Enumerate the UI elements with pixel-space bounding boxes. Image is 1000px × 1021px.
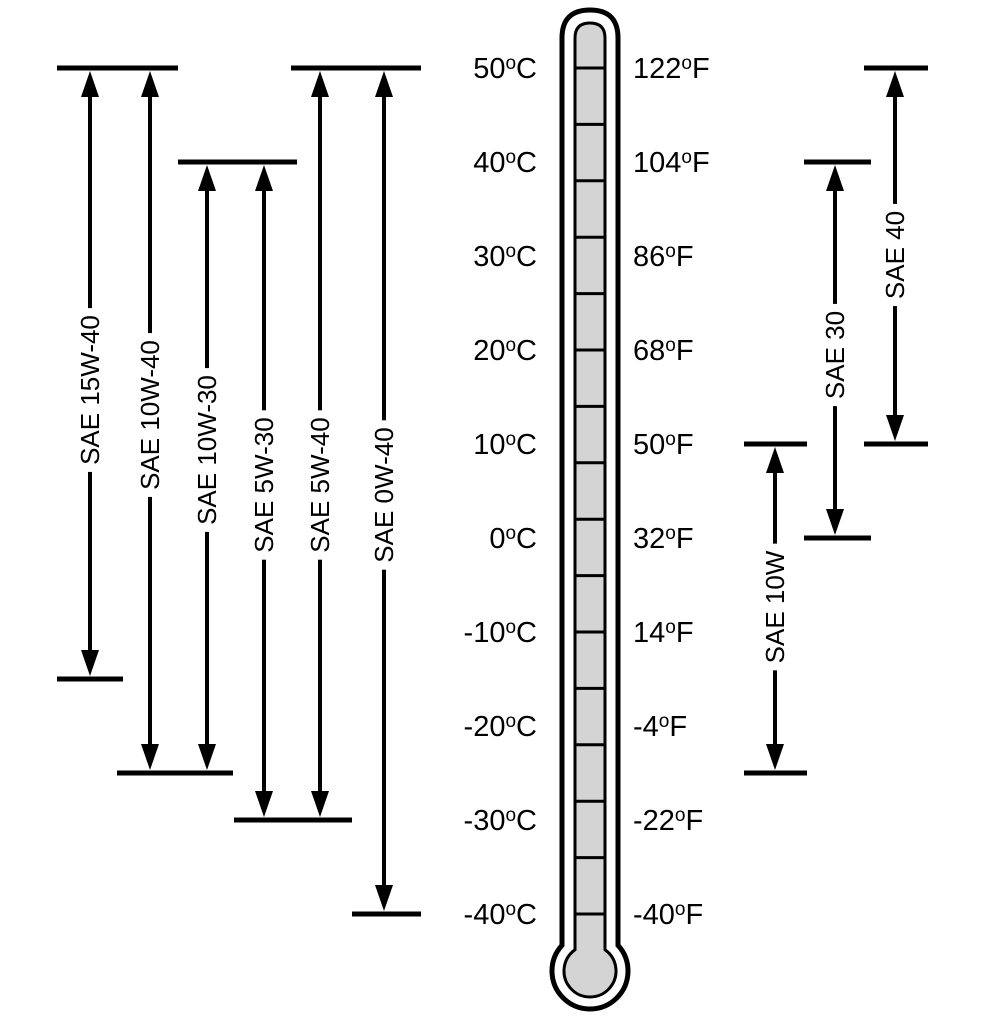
oil-range-sae-30: SAE 30 bbox=[818, 165, 852, 535]
range-label: SAE 10W-40 bbox=[135, 340, 165, 490]
arrowhead-up bbox=[886, 71, 904, 97]
range-label: SAE 10W bbox=[760, 550, 790, 663]
arrowhead-up bbox=[826, 165, 844, 191]
range-label: SAE 5W-30 bbox=[249, 417, 279, 552]
arrowhead-down bbox=[81, 650, 99, 676]
range-label-backing bbox=[247, 410, 281, 560]
oil-range-sae-40: SAE 40 bbox=[878, 71, 912, 441]
range-label-backing bbox=[190, 368, 224, 532]
range-label-backing bbox=[303, 410, 337, 560]
fahrenheit-label: 14oF bbox=[633, 617, 694, 649]
celsius-label: 30oC bbox=[473, 241, 537, 273]
right-oil-ranges: SAE 10W SAE 30 SAE 40 bbox=[758, 71, 912, 770]
arrowhead-down bbox=[255, 791, 273, 817]
range-end-bars bbox=[57, 65, 928, 917]
celsius-label: 50oC bbox=[473, 53, 537, 85]
arrowhead-up bbox=[255, 165, 273, 191]
celsius-label: -40oC bbox=[464, 899, 537, 931]
range-label: SAE 40 bbox=[880, 211, 910, 299]
celsius-label: -10oC bbox=[464, 617, 537, 649]
celsius-label: 10oC bbox=[473, 429, 537, 461]
range-label: SAE 10W-30 bbox=[192, 375, 222, 525]
oil-range-sae-15w-40: SAE 15W-40 bbox=[73, 71, 107, 676]
celsius-label: 0oC bbox=[489, 523, 537, 555]
fahrenheit-label: 50oF bbox=[633, 429, 694, 461]
arrowhead-down bbox=[766, 744, 784, 770]
arrowhead-up bbox=[311, 71, 329, 97]
oil-range-sae-10w-30: SAE 10W-30 bbox=[190, 165, 224, 770]
celsius-label: -20oC bbox=[464, 711, 537, 743]
arrowhead-up bbox=[766, 447, 784, 473]
fahrenheit-label: -40oF bbox=[633, 899, 703, 931]
range-label-backing bbox=[758, 543, 792, 671]
celsius-label: 40oC bbox=[473, 147, 537, 179]
oil-range-sae-10w-40: SAE 10W-40 bbox=[133, 71, 167, 770]
arrowhead-up bbox=[375, 71, 393, 97]
fahrenheit-label: 122oF bbox=[633, 53, 710, 85]
fahrenheit-label: 86oF bbox=[633, 241, 694, 273]
range-label-backing bbox=[73, 308, 107, 472]
oil-range-sae-5w-30: SAE 5W-30 bbox=[247, 165, 281, 817]
oil-range-sae-5w-40: SAE 5W-40 bbox=[303, 71, 337, 817]
fahrenheit-label: -22oF bbox=[633, 805, 703, 837]
range-label-backing bbox=[818, 303, 852, 407]
thermometer-inner-tube bbox=[562, 21, 618, 999]
arrowhead-down bbox=[141, 744, 159, 770]
arrowhead-up bbox=[81, 71, 99, 97]
celsius-scale: 50oC 40oC 30oC 20oC 10oC 0oC -10oC -20oC -30oC -4… bbox=[464, 53, 537, 931]
fahrenheit-label: 32oF bbox=[633, 523, 694, 555]
range-label-backing bbox=[878, 203, 912, 307]
fahrenheit-scale: 122oF 104oF 86oF 68oF 50oF 32oF 14oF -4oF -22oF -… bbox=[633, 53, 710, 931]
range-label-backing bbox=[367, 420, 401, 570]
arrowhead-down bbox=[826, 509, 844, 535]
arrowhead-down bbox=[198, 744, 216, 770]
oil-range-sae-10w: SAE 10W bbox=[758, 447, 792, 770]
fahrenheit-label: 68oF bbox=[633, 335, 694, 367]
range-label: SAE 30 bbox=[820, 311, 850, 399]
arrowhead-down bbox=[311, 791, 329, 817]
fahrenheit-label: 104oF bbox=[633, 147, 710, 179]
left-oil-ranges: SAE 15W-40 SAE 10W-40 SAE 10W-30 SAE 5W-30 S… bbox=[73, 71, 401, 911]
arrowhead-down bbox=[375, 885, 393, 911]
range-label: SAE 0W-40 bbox=[369, 427, 399, 562]
arrowhead-down bbox=[886, 415, 904, 441]
oil-range-sae-0w-40: SAE 0W-40 bbox=[367, 71, 401, 911]
range-label: SAE 5W-40 bbox=[305, 417, 335, 552]
range-label: SAE 15W-40 bbox=[75, 315, 105, 465]
arrowhead-up bbox=[141, 71, 159, 97]
celsius-label: 20oC bbox=[473, 335, 537, 367]
arrowhead-up bbox=[198, 165, 216, 191]
range-label-backing bbox=[133, 333, 167, 497]
celsius-label: -30oC bbox=[464, 805, 537, 837]
fahrenheit-label: -4oF bbox=[633, 711, 687, 743]
thermometer bbox=[549, 7, 631, 1012]
